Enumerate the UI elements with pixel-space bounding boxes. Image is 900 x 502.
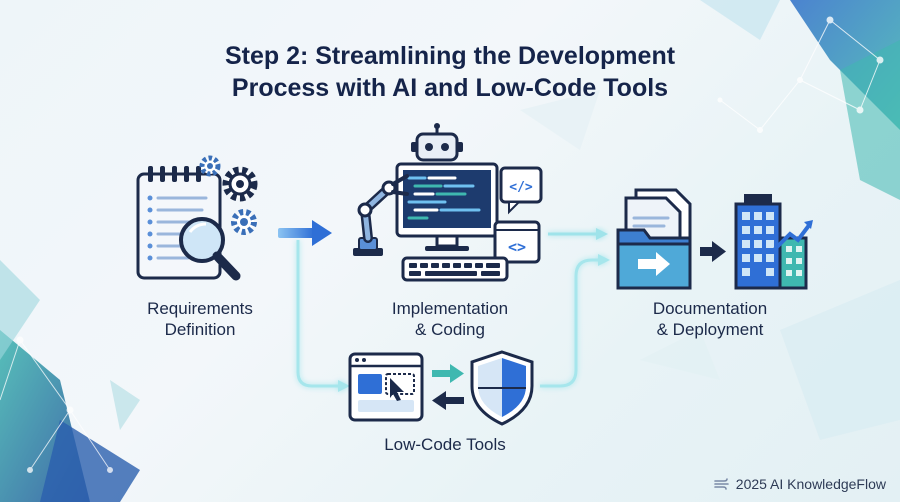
footer-text: 2025 AI KnowledgeFlow [735,476,886,492]
buildings-icon [734,194,813,290]
keyboard-icon [401,256,509,282]
svg-text:<>: <> [508,238,526,256]
robotic-arm-icon [353,174,409,256]
folder-icon [616,228,692,290]
robot-icon [411,123,463,162]
label-requirements: Requirements Definition [147,299,253,339]
lowcode-icon-group [348,350,534,426]
requirements-icon-group [136,155,258,281]
label-implementation: Implementation & Coding [391,299,509,339]
arrow-to-lowcode [296,240,350,392]
svg-text:</>: </> [509,180,533,195]
monitor-icon [395,162,499,251]
label-documentation: Documentation & Deployment [652,299,768,339]
title-line-1: Step 2: Streamlining the Development [224,42,676,70]
title-line-2: Process with AI and Low-Code Tools [231,74,669,102]
code-tag-icon: </> <> [493,166,543,264]
footer-credit: 2025 AI KnowledgeFlow [713,476,886,492]
gear-icon [199,155,258,235]
browser-window-icon [348,352,424,422]
label-lowcode: Low-Code Tools [384,435,506,454]
arrow-requirements-to-implementation [278,220,332,246]
arrow-lowcode-to-documentation [540,254,610,388]
implementation-icon-group: </> <> [353,123,543,282]
wind-icon [713,478,729,490]
page-title: Step 2: Streamlining the Development Pro… [150,40,750,104]
arrow-right-icon [700,241,726,262]
magnifier-icon [179,217,241,281]
arrow-implementation-to-documentation [548,228,608,240]
swap-arrows-icon [432,364,464,410]
documentation-icon-group [616,188,813,290]
shield-icon [470,350,534,426]
